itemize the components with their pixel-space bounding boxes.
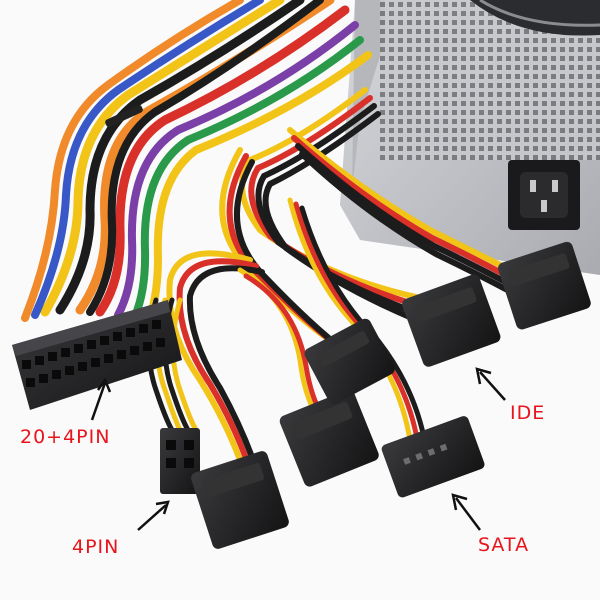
ide-connectors: [402, 241, 591, 367]
cpu-connector-4pin: [160, 428, 200, 494]
label-20-plus-4-pin: 20+4PIN: [20, 426, 111, 448]
atx-wire-bundle: [21, 0, 372, 322]
label-ide: IDE: [510, 402, 546, 424]
label-sata: SATA: [478, 534, 530, 556]
ac-inlet-icon: [508, 160, 580, 230]
arrow-icon: [90, 367, 506, 531]
power-supply-unit: [340, 0, 600, 275]
sata-connector: [381, 416, 485, 498]
atx-connector-24pin: [12, 300, 182, 410]
label-4-pin: 4PIN: [72, 536, 120, 558]
molex-connectors: [191, 318, 395, 549]
